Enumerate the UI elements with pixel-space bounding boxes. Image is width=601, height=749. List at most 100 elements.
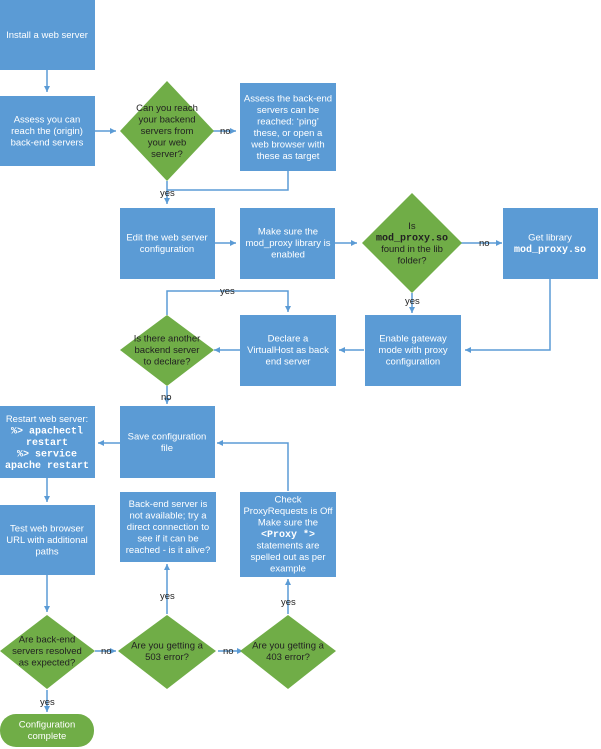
node-label-line: Is [408, 221, 416, 232]
node-label-line: paths [35, 547, 58, 558]
edge-label-yes: yes [160, 188, 175, 199]
node-label-line: Check [275, 495, 302, 506]
node-label-line: ProxyRequests is Off [243, 506, 332, 517]
node-label-line: reached: ‘ping’ [257, 116, 319, 127]
node-install: Install a web server [0, 0, 95, 70]
edge-label-yes: yes [220, 286, 235, 297]
node-label-line: these, or open a [254, 128, 323, 139]
node-label-line: servers can be [257, 105, 319, 116]
node-label-line: end server [266, 357, 311, 368]
node-label-line: found in the lib [381, 244, 443, 255]
node-label-line: Can you reach [136, 103, 198, 114]
node-label-line: Restart web server: [6, 414, 88, 425]
edge-label-yes: yes [405, 296, 420, 307]
node-label-line: reach the (origin) [11, 126, 83, 137]
node-label-line: not available; try a [129, 511, 207, 522]
node-label-line: configuration [386, 357, 440, 368]
edge-label-yes: yes [160, 591, 175, 602]
node-label-line: %> apachectl [11, 426, 83, 438]
node-label-line: Are back-end [19, 635, 76, 646]
node-label-line: Save configuration [128, 431, 207, 442]
connectors [44, 70, 551, 712]
node-label-line: URL with additional [6, 535, 88, 546]
node-label-line: these as target [257, 151, 320, 162]
node-label-line: server? [151, 149, 183, 160]
edge-label-no: no [479, 238, 490, 249]
node-label-line: servers from [141, 126, 194, 137]
edge-label-yes: yes [40, 697, 55, 708]
node-label-line: statements are [257, 541, 320, 552]
node-label-line: 403 error? [266, 652, 310, 663]
node-label-line: %> service [17, 449, 77, 461]
node-label-line: Declare a [268, 334, 309, 345]
node-label-line: back-end servers [11, 138, 84, 149]
node-restart: Restart web server:%> apachectlrestart%>… [0, 406, 95, 478]
node-label-line: your web [148, 138, 187, 149]
node-label-line: spelled out as per [251, 552, 326, 563]
node-label-line: Edit the web server [126, 232, 207, 243]
node-label-line: web browser with [250, 139, 324, 150]
node-label-line: Assess you can [14, 115, 81, 126]
node-label-line: Test web browser [10, 524, 84, 535]
node-label-line: mod_proxy.so [514, 244, 586, 256]
node-label-line: Configuration [19, 719, 76, 730]
node-label-line: mod_proxy.so [376, 232, 448, 244]
node-label-line: folder? [397, 255, 426, 266]
node-label-line: mode with proxy [378, 345, 447, 356]
node-label-line: backend server [135, 345, 200, 356]
node-label-line: reached - is it alive? [126, 545, 210, 556]
node-label-line: complete [28, 731, 67, 742]
node-label-line: mod_proxy library is [246, 238, 331, 249]
node-label-line: VirtualHost as back [247, 345, 329, 356]
node-label-line: Is there another [134, 334, 201, 345]
node-label-line: file [161, 443, 173, 454]
node-label-line: Enable gateway [379, 334, 447, 345]
node-label-line: Back-end server is [129, 499, 208, 510]
node-label-line: as expected? [19, 658, 76, 669]
node-label-line: direct connection to [127, 522, 209, 533]
node-label-line: see if it can be [137, 534, 198, 545]
edge-label-no: no [223, 646, 234, 657]
node-label-line: Assess the back-end [244, 93, 332, 104]
node-label-line: example [270, 564, 306, 575]
edge-label-no: no [161, 392, 172, 403]
node-label-line: Make sure the [258, 518, 318, 529]
node-label-line: to declare? [143, 357, 190, 368]
edge-label-yes: yes [281, 597, 296, 608]
node-label-line: 503 error? [145, 652, 189, 663]
node-label-line: apache restart [5, 460, 89, 472]
node-label-line: Are you getting a [252, 640, 325, 651]
node-label-line: servers resolved [12, 646, 82, 657]
node-label-line: restart [26, 438, 68, 449]
node-label-line: your backend [138, 115, 195, 126]
node-label-line: Are you getting a [131, 640, 204, 651]
node-label-line: enabled [271, 250, 305, 261]
edge-label-no: no [101, 646, 112, 657]
node-label-line: Install a web server [6, 30, 88, 41]
node-label-line: configuration [140, 244, 194, 255]
node-label-line: <Proxy *> [261, 529, 315, 541]
node-label-line: Make sure the [258, 227, 318, 238]
edge-label-no: no [220, 126, 231, 137]
node-label-line: Get library [528, 232, 572, 243]
edge-labels: no yes no yes yes no yes yes no no yes [40, 126, 490, 708]
